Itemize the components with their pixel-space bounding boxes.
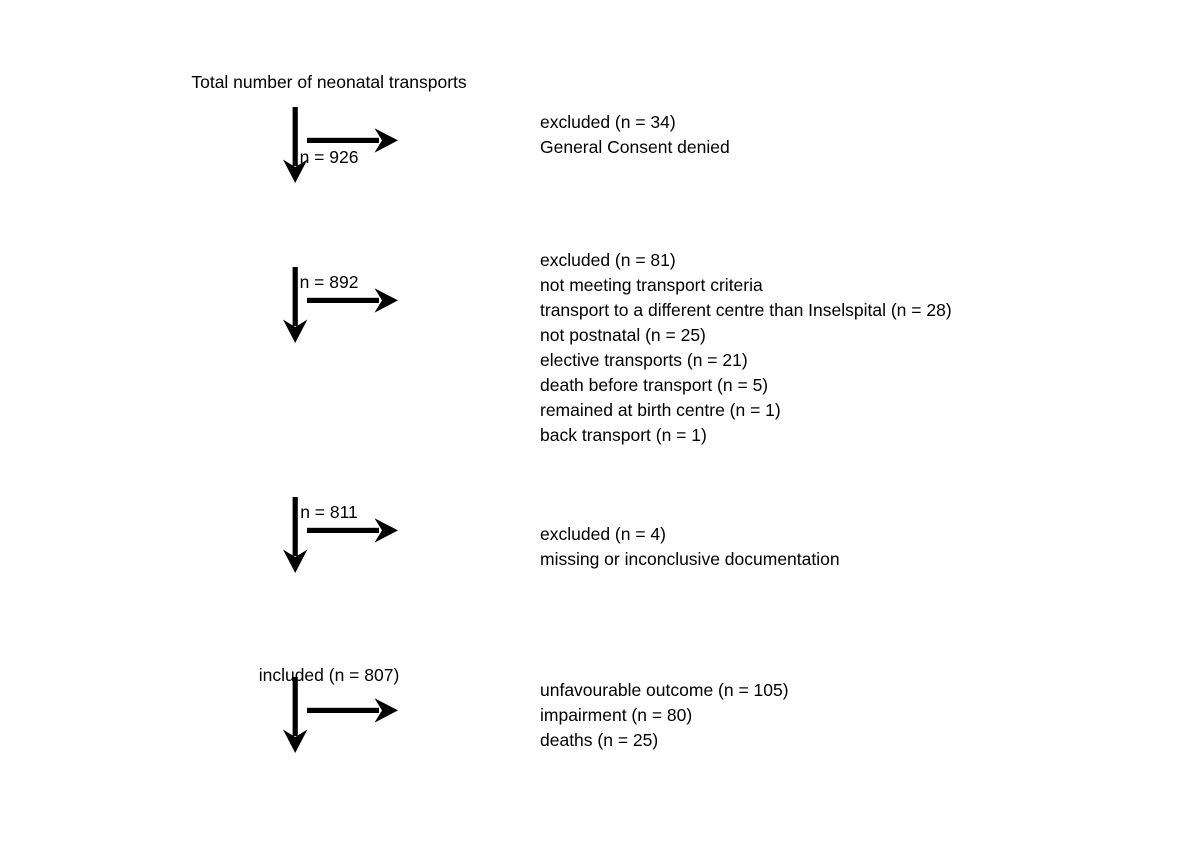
- exclusion-transport-criteria: excluded (n = 81) not meeting transport …: [540, 248, 952, 448]
- node-included-line-1: included (n = 807): [258, 665, 400, 685]
- node-total-transports-line-1: Total number of neonatal transports: [191, 72, 467, 92]
- exclusion-transport-criteria-line-2: not meeting transport criteria: [540, 275, 763, 295]
- outcome-unfavourable-line-3: deaths (n = 25): [540, 730, 659, 750]
- flow-arrow-1: [283, 105, 418, 195]
- outcome-unfavourable: unfavourable outcome (n = 105) impairmen…: [540, 678, 789, 753]
- flow-arrow-3: [283, 495, 418, 585]
- flow-arrow-4: [283, 675, 418, 765]
- node-included: included (n = 807): [129, 613, 529, 738]
- outcome-unfavourable-line-1: unfavourable outcome (n = 105): [540, 680, 789, 700]
- exclusion-transport-criteria-line-4: not postnatal (n = 25): [540, 325, 706, 345]
- node-after-consent-line-1: n = 892: [299, 272, 359, 292]
- node-total-transports: Total number of neonatal transports n = …: [129, 20, 529, 220]
- exclusion-transport-criteria-line-8: back transport (n = 1): [540, 425, 707, 445]
- exclusion-transport-criteria-line-7: remained at birth centre (n = 1): [540, 400, 781, 420]
- exclusion-transport-criteria-line-3: transport to a different centre than Ins…: [540, 300, 952, 320]
- exclusion-transport-criteria-line-1: excluded (n = 81): [540, 250, 676, 270]
- exclusion-consent-denied-line-2: General Consent denied: [540, 137, 730, 157]
- exclusion-documentation-line-2: missing or inconclusive documentation: [540, 549, 840, 569]
- outcome-unfavourable-line-2: impairment (n = 80): [540, 705, 693, 725]
- node-after-criteria: n = 811: [129, 450, 529, 575]
- exclusion-documentation-line-1: excluded (n = 4): [540, 524, 666, 544]
- exclusion-consent-denied: excluded (n = 34) General Consent denied: [540, 110, 730, 160]
- exclusion-transport-criteria-line-5: elective transports (n = 21): [540, 350, 748, 370]
- exclusion-documentation: excluded (n = 4) missing or inconclusive…: [540, 522, 840, 572]
- node-after-criteria-line-1: n = 811: [300, 502, 358, 522]
- node-favourable-outcome: favourable outcome (n = 702): [129, 800, 529, 843]
- flow-arrow-2: [283, 265, 418, 355]
- node-total-transports-line-2: n = 926: [299, 147, 359, 167]
- node-after-consent: n = 892: [129, 220, 529, 345]
- exclusion-transport-criteria-line-6: death before transport (n = 5): [540, 375, 769, 395]
- exclusion-consent-denied-line-1: excluded (n = 34): [540, 112, 676, 132]
